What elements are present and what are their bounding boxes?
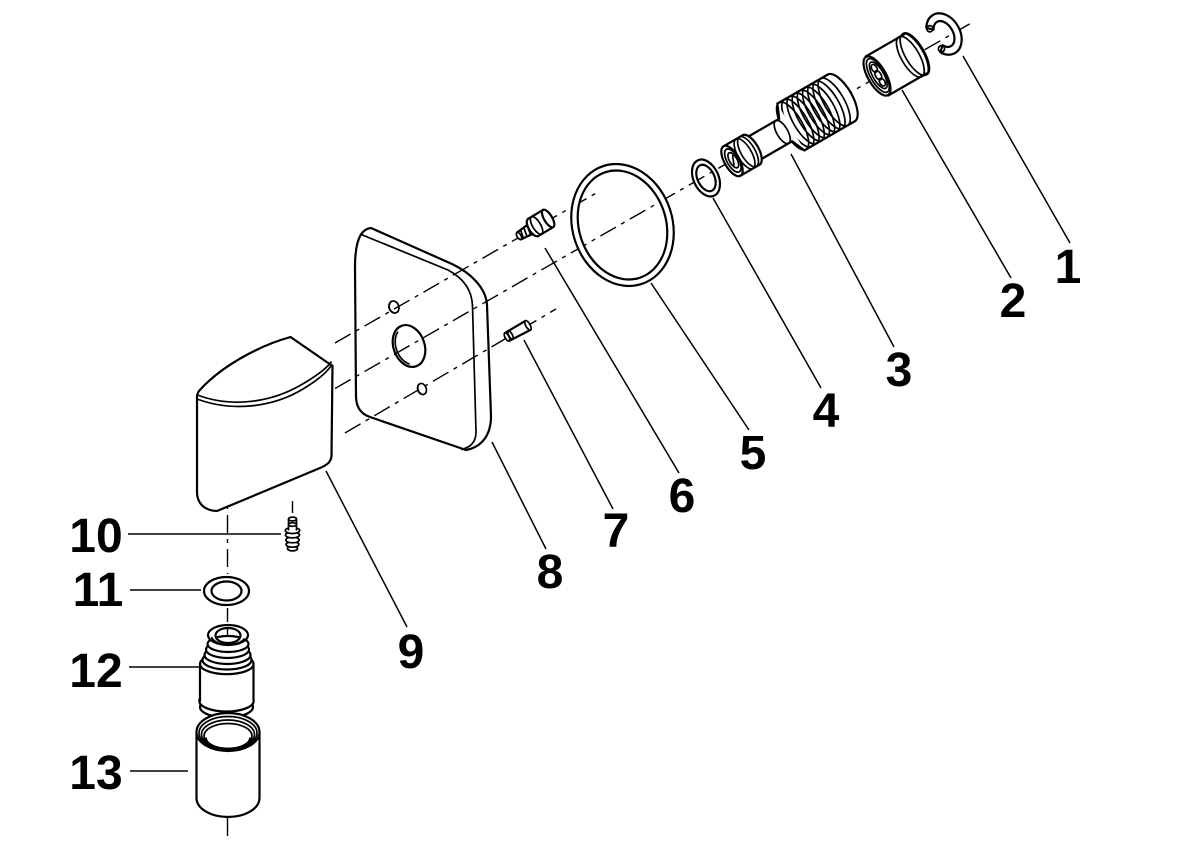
part-11-washer bbox=[202, 575, 251, 607]
part-8-escutcheon-plate bbox=[353, 226, 493, 452]
part-13-sleeve bbox=[195, 711, 261, 819]
part-label-11: 11 bbox=[73, 564, 124, 617]
part-5-o-ring bbox=[570, 163, 675, 287]
part-7-pin bbox=[503, 319, 533, 343]
leader-line-2 bbox=[901, 89, 1012, 279]
part-label-8: 8 bbox=[537, 546, 564, 599]
part-label-13: 13 bbox=[69, 747, 122, 800]
part-label-4: 4 bbox=[813, 385, 840, 438]
cartridge-spline-face bbox=[870, 63, 887, 87]
leader-line-5 bbox=[650, 282, 750, 431]
part-12-valve-insert bbox=[198, 623, 255, 719]
leader-line-3 bbox=[790, 153, 895, 348]
part-label-1: 1 bbox=[1055, 241, 1082, 294]
part-label-12: 12 bbox=[69, 645, 122, 698]
leader-line-8 bbox=[491, 441, 547, 550]
leader-lines bbox=[128, 55, 1071, 772]
part-1-retaining-clip bbox=[925, 12, 963, 56]
part-3-threaded-spindle bbox=[720, 72, 859, 178]
part-labels: 1 2 3 4 5 6 7 8 9 10 11 12 13 bbox=[69, 241, 1081, 800]
part-label-3: 3 bbox=[886, 344, 913, 397]
part-6-screw bbox=[515, 208, 556, 241]
centerline-main bbox=[334, 21, 974, 390]
leader-line-1 bbox=[962, 55, 1071, 244]
centerline-lower bbox=[344, 308, 557, 434]
leader-line-6 bbox=[544, 247, 680, 474]
part-label-9: 9 bbox=[398, 626, 425, 679]
leader-line-9 bbox=[325, 470, 408, 628]
leader-line-7 bbox=[523, 339, 614, 510]
centerline-upper bbox=[334, 191, 599, 344]
part-label-6: 6 bbox=[669, 470, 696, 523]
part-label-2: 2 bbox=[1000, 275, 1027, 328]
part-2-cartridge bbox=[862, 32, 931, 97]
part-10-set-screw bbox=[284, 516, 301, 552]
part-9-handle bbox=[195, 335, 334, 513]
part-label-7: 7 bbox=[603, 505, 630, 558]
plate-upper-hole bbox=[388, 300, 400, 314]
leader-line-4 bbox=[712, 197, 822, 389]
part-4-seal-ring bbox=[690, 158, 722, 198]
part-label-5: 5 bbox=[740, 427, 767, 480]
part-label-10: 10 bbox=[69, 510, 122, 563]
